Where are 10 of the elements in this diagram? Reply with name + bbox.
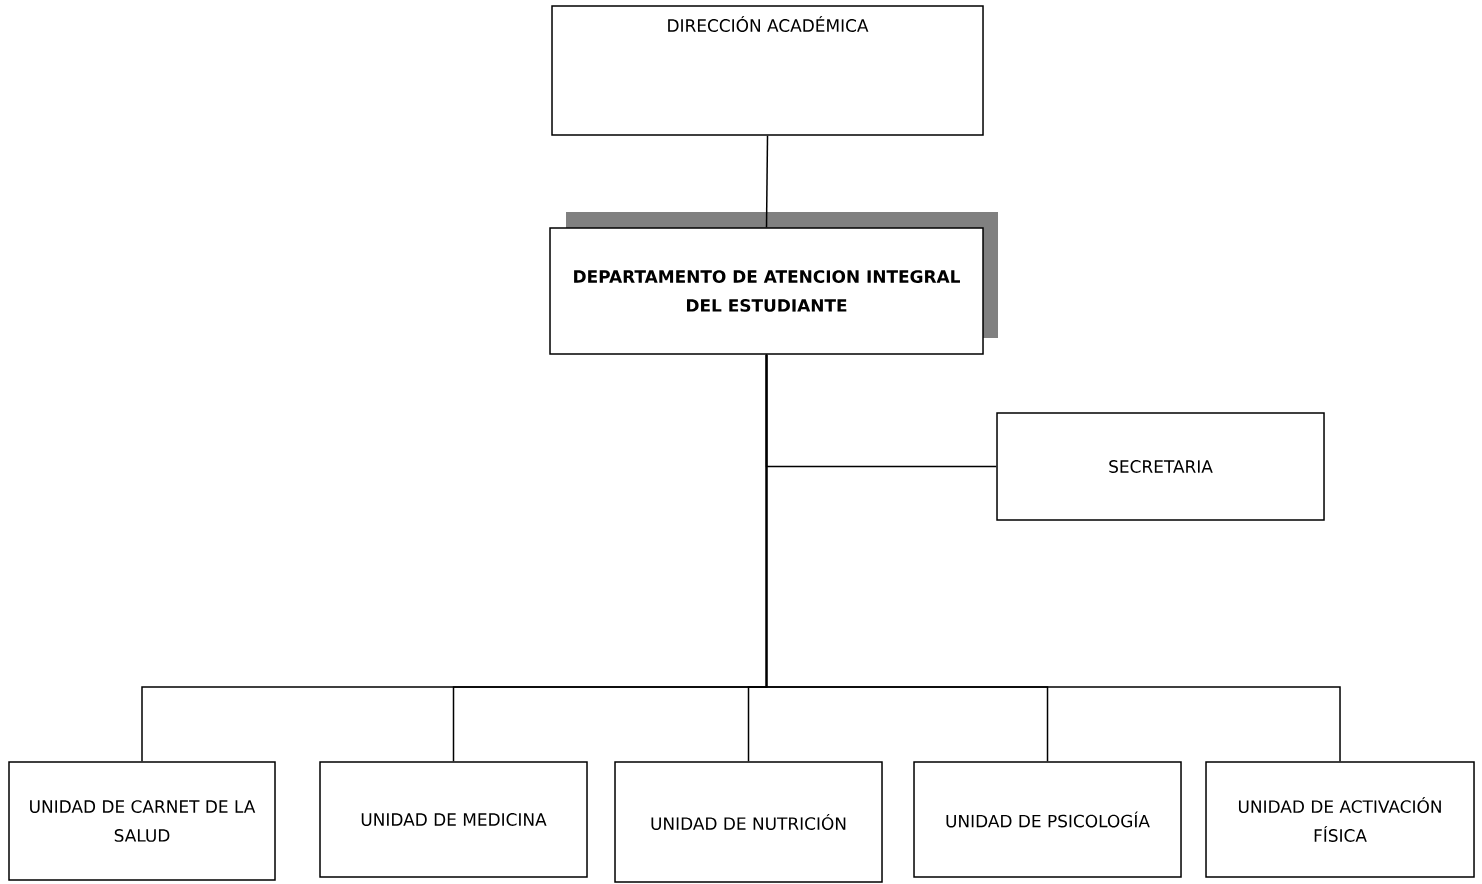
department-box: DEPARTAMENTO DE ATENCION INTEGRAL DEL ESTUDIANTE — [549, 227, 984, 355]
unit-box: UNIDAD DE CARNET DE LA SALUD — [8, 761, 276, 881]
unit-box: UNIDAD DE PSICOLOGÍA — [913, 761, 1182, 878]
connector-line — [765, 135, 769, 228]
unit-box: SECRETARIA — [996, 412, 1325, 521]
unit-box: UNIDAD DE MEDICINA — [319, 761, 588, 878]
unit-box: UNIDAD DE NUTRICIÓN — [614, 761, 883, 883]
connector-line — [765, 354, 1341, 762]
department-box: DIRECCIÓN ACADÉMICA — [551, 5, 984, 136]
unit-box: UNIDAD DE ACTIVACIÓN FÍSICA — [1205, 761, 1475, 878]
